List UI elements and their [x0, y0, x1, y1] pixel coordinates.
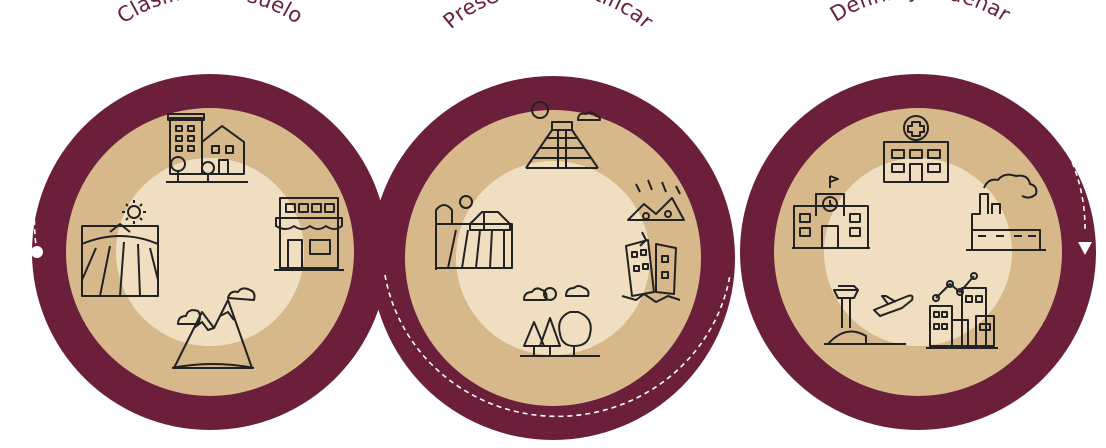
school-icon: [792, 175, 870, 249]
stage1-title: Clasificar el suelo: [113, 0, 307, 28]
stage3-title: Definir y ordenar: [826, 0, 1015, 27]
pyramid-icon: [525, 101, 601, 169]
factory-icon: [966, 173, 1046, 251]
earthquake-building-icon: [621, 231, 681, 303]
hospital-icon: [883, 115, 949, 183]
landslide-icon: [627, 179, 685, 221]
flow-end-arrow-icon: [1078, 242, 1092, 255]
stage2-title: Preservar identificar: [439, 0, 658, 34]
store-icon: [274, 197, 344, 271]
airport-icon: [824, 285, 914, 345]
buildings-icon: [166, 113, 248, 183]
farm-field-icon: [81, 200, 159, 297]
stage1-center: [116, 158, 304, 346]
city-buildings-icon: [926, 272, 998, 349]
flow-path: [33, 37, 1086, 418]
mountain-icon: [171, 287, 256, 369]
stage2-center: [456, 161, 650, 355]
flow-start-dot: [31, 246, 43, 258]
forest-icon: [520, 285, 600, 357]
farmland-icon: [435, 195, 513, 270]
